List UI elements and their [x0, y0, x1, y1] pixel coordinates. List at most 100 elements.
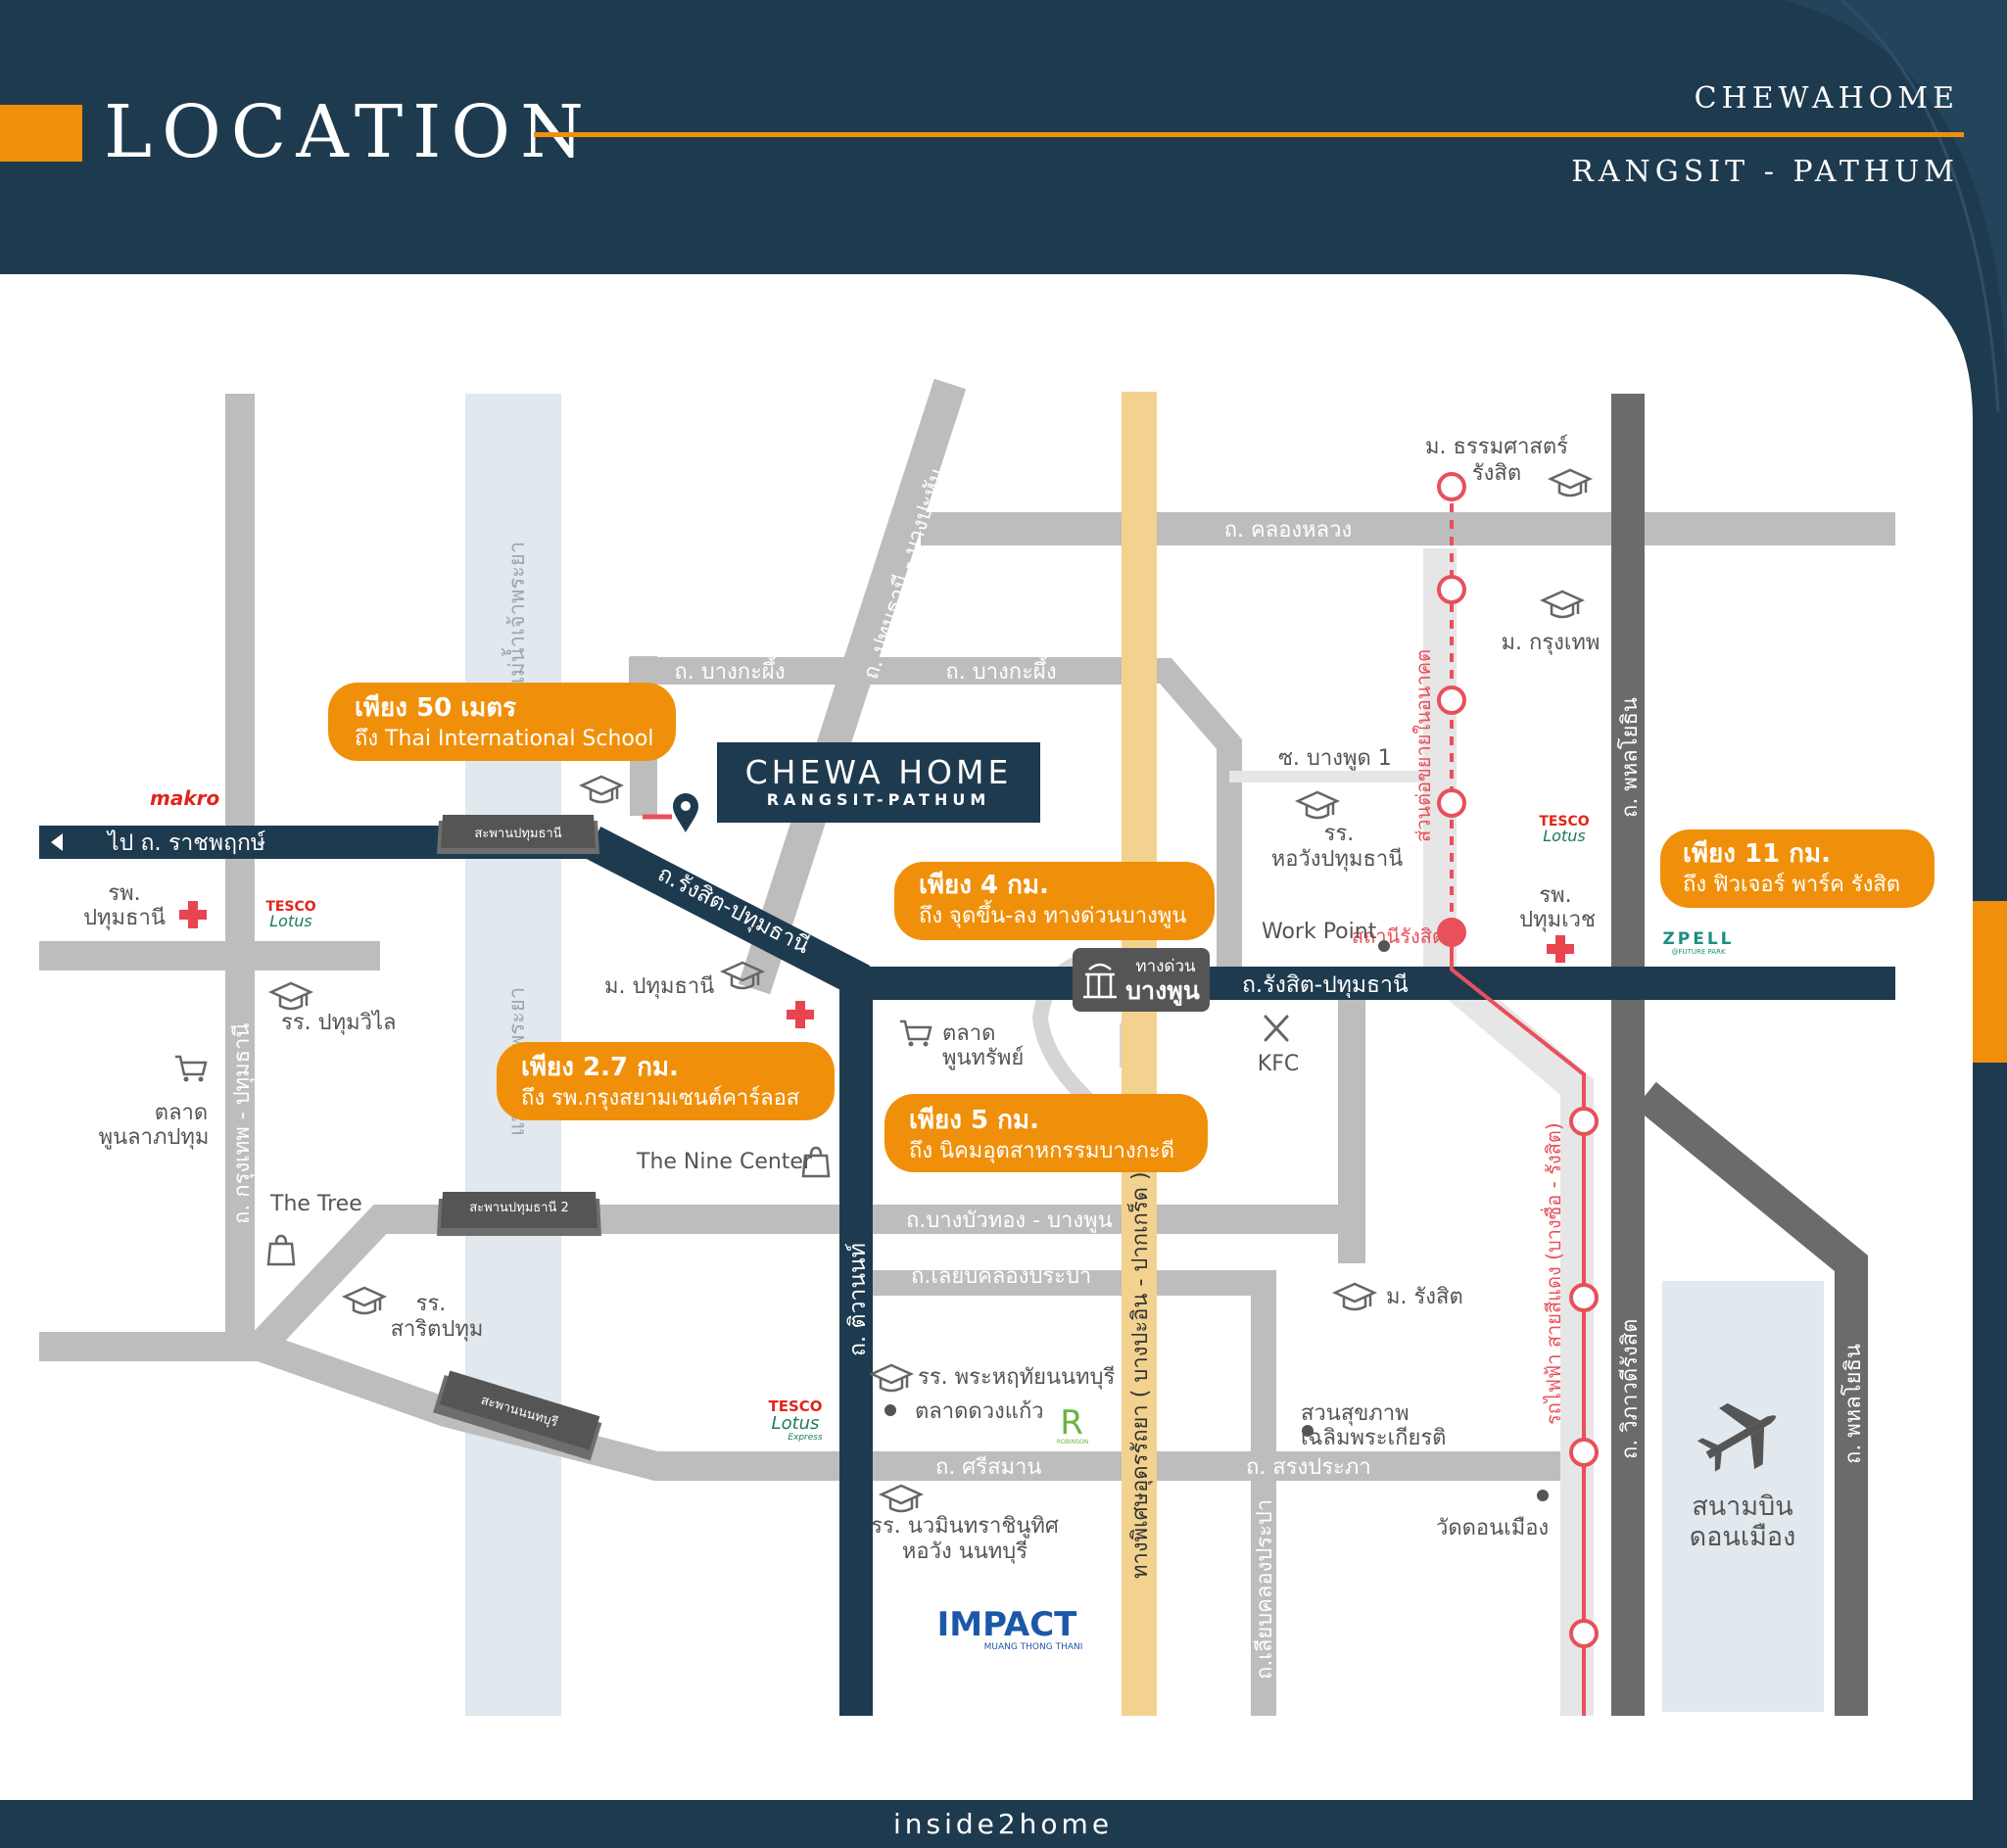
liap-khlong-prapa [872, 1270, 1276, 1716]
expressway-badge-line1: ทางด่วน [1135, 957, 1196, 976]
airport-label-1: สนามบิน [1692, 1492, 1793, 1522]
expressway-icon [1083, 963, 1117, 999]
vibhavadi-label: ถ. วิภาวดีรังสิต [1618, 1319, 1643, 1459]
distance-bubble-expressway: เพียง 4 กม. ถึง จุดขึ้น-ลง ทางด่วนบางพูน [894, 862, 1215, 940]
udon-ratthaya-expressway [1122, 392, 1157, 1716]
bridge-pathum-2-label: สะพานปทุมธานี 2 [469, 1200, 569, 1215]
station-icon [1437, 472, 1466, 501]
zpell-future-park-logo: ZPELL @FUTURE PARK [1662, 929, 1731, 956]
udon-ratthaya-label: ทางพิเศษอุดรรัถยา ( บางปะอิน - ปากเกร็ด … [1125, 1171, 1153, 1579]
rangsit-u-label: ม. รังสิต [1386, 1285, 1463, 1309]
bubble-hospital-distance: เพียง 2.7 กม. [521, 1053, 679, 1082]
bang-kaphueng-label-1: ถ. บางกะผึ้ง [674, 656, 785, 685]
liap-khlong-prapa-v-label: ถ.เลียบคลองประปา [1253, 1499, 1277, 1680]
footer-band [0, 1800, 2007, 1848]
bubble-hospital-text: ถึง รพ.กรุงสยามเซนต์คาร์ลอส [521, 1086, 800, 1111]
station-icon [1437, 788, 1466, 818]
expressway-badge-line2: บางพูน [1125, 976, 1200, 1007]
main-navy-roads [39, 826, 1895, 1716]
impact-logo: IMPACT MUANG THONG THANI [937, 1605, 1083, 1652]
bubble-expressway-distance: เพียง 4 กม. [919, 871, 1049, 900]
distance-bubble-industrial: เพียง 5 กม. ถึง นิคมอุตสาหกรรมบางกะดี [884, 1094, 1208, 1172]
red-line-label: รถไฟฟ้า สายสีแดง (บางซื่อ - รังสิต) [1540, 1122, 1565, 1425]
impact-logo-text: IMPACT [937, 1605, 1078, 1644]
soi-bang-phut-label: ซ. บางพูด 1 [1278, 746, 1392, 771]
airplane-icon [1696, 1402, 1776, 1472]
title-rule [534, 132, 1964, 137]
robinson-logo-text: ROBINSON [1057, 1439, 1088, 1445]
restaurant-icon [1264, 1015, 1289, 1042]
distance-bubble-school: เพียง 50 เมตร ถึง Thai International Sch… [328, 683, 676, 761]
station-icon [1437, 686, 1466, 715]
brand-name: CHEWAHOME [1695, 81, 1959, 116]
duang-kaew-label: ตลาดดวงแก้ว [915, 1399, 1044, 1424]
red-extension-label: ส่วนต่อขยายในอนาคต [1411, 649, 1435, 842]
nine-center-label: The Nine Center [636, 1150, 813, 1174]
sarit-label-2: สาริตปทุม [391, 1317, 484, 1342]
si-saman-label: ถ. ศรีสมาน [935, 1455, 1041, 1480]
pathumwet-label-1: รพ. [1539, 883, 1571, 908]
hor-wang-label-1: รร. [1324, 822, 1355, 846]
express-logo-text: Express [788, 1433, 823, 1443]
phahonyothin-label-1: ถ. พหลโยธิน [1617, 697, 1643, 818]
location-pin-icon [673, 793, 698, 832]
krungthep-pathum-label: ถ. กรุงเทพ - ปทุมธานี [230, 1023, 255, 1224]
pathumwet-label-2: ปทุมเวช [1519, 908, 1596, 932]
the-tree-label: The Tree [269, 1192, 362, 1216]
phoonsap-label-2: พูนทรัพย์ [942, 1046, 1024, 1070]
market-phun-label-2: พูนลาภปทุม [99, 1125, 210, 1150]
rangsit-station-icon [1437, 918, 1466, 947]
tesco-logo-text: TESCO [768, 1398, 822, 1415]
project-name: CHEWA HOME [745, 753, 1013, 791]
rangsit-pathum-diagonal [584, 827, 871, 997]
project-sub: RANGSIT-PATHUM [767, 790, 991, 809]
thammasat-label-2: รังสิต [1472, 461, 1521, 486]
don-mueang-airport-area [1662, 1281, 1824, 1712]
pathum-bang-pahan-road [738, 378, 967, 995]
hor-wang-label-2: หอวังปทุมธานี [1271, 847, 1404, 872]
station-icon [1569, 1283, 1599, 1312]
robinson-r-mark: R [1060, 1403, 1083, 1443]
location-dot-icon [1302, 1425, 1314, 1437]
bubble-school-distance: เพียง 50 เมตร [355, 693, 516, 723]
station-icon [1437, 575, 1466, 604]
robinson-logo: R ROBINSON [1057, 1403, 1088, 1445]
bridge-pathum: สะพานปทุมธานี [437, 815, 599, 854]
station-icon [1569, 1107, 1599, 1136]
airport-label-2: ดอนเมือง [1690, 1522, 1796, 1552]
red-line-corridor-south [1439, 967, 1594, 1716]
location-dot-icon [1537, 1490, 1549, 1501]
tesco-logo-text: TESCO [1539, 814, 1589, 829]
bridge-pathum-label: สะพานปทุมธานี [474, 826, 561, 841]
phahonyothin-label-2: ถ. พหลโยธิน [1840, 1344, 1866, 1464]
bangkok-u-label: ม. กรุงเทพ [1502, 631, 1601, 655]
lotus-logo-text: Lotus [269, 912, 311, 930]
impact-logo-subtext: MUANG THONG THANI [984, 1642, 1083, 1652]
location-dot-icon [1378, 940, 1390, 952]
bang-phun-expressway-badge: ทางด่วน บางพูน [1073, 948, 1210, 1012]
pathumthani-u-label: ม. ปทุมธานี [604, 974, 714, 999]
station-icon [1569, 1438, 1599, 1467]
phra-hruthai-label: รร. พระหฤทัยนนทบุรี [918, 1365, 1116, 1390]
distance-bubble-future-park: เพียง 11 กม. ถึง ฟิวเจอร์ พาร์ค รังสิต [1660, 829, 1935, 908]
phahonyothin-south [1635, 1081, 1868, 1716]
rangsit-station-label: สถานีรังสิต [1352, 924, 1445, 948]
tesco-logo-text: TESCO [265, 899, 315, 915]
title-accent-block [0, 105, 82, 162]
bang-bua-thong-label: ถ.บางบัวทอง - บางพูน [906, 1208, 1113, 1233]
nawamin-label-1: รร. นวมินทราชินูทิศ [871, 1514, 1059, 1539]
suan-label-1: สวนสุขภาพ [1301, 1401, 1410, 1426]
left-arrow-icon [51, 833, 63, 851]
pathum-hospital-label-2: ปทุมธานี [83, 906, 166, 930]
bridge-pathum-2: สะพานปทุมธานี 2 [437, 1192, 601, 1236]
kfc-label: KFC [1258, 1052, 1299, 1076]
market-phun-label-1: ตลาด [155, 1101, 208, 1125]
nawamin-label-2: หอวัง นนทบุรี [902, 1540, 1027, 1564]
wat-don-mueang-label: วัดดอนเมือง [1436, 1516, 1549, 1540]
footer-brand: inside2home [893, 1808, 1113, 1840]
page-title: LOCATION [104, 90, 594, 174]
major-grey-roads [1611, 394, 1868, 1716]
station-icon [1569, 1619, 1599, 1648]
